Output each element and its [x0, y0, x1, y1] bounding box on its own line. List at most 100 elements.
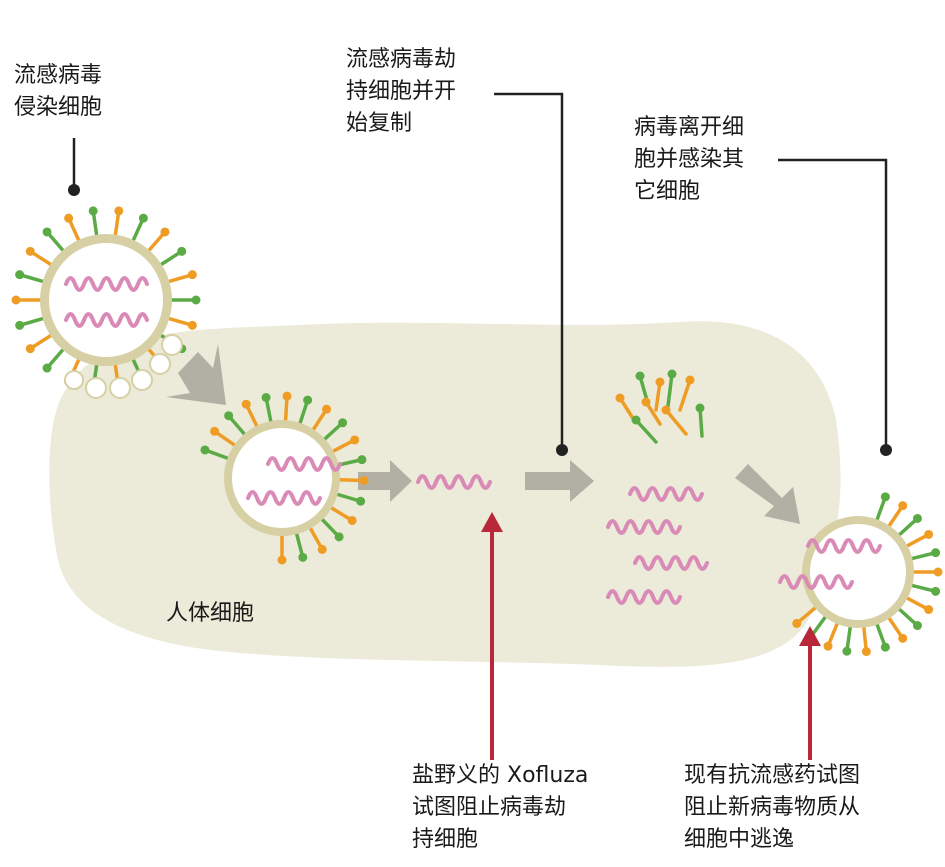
hemagglutinin-spike-head: [334, 532, 344, 542]
label-line: 始复制: [346, 111, 413, 136]
label-virus-infects-cell: 流感病毒 侵染细胞: [14, 60, 102, 124]
neuraminidase-spike-head: [11, 295, 21, 305]
loose-neuraminidase-head: [661, 405, 671, 415]
neuraminidase-spike-head: [317, 544, 327, 554]
pointer-hijack: [494, 92, 564, 448]
label-line: 流感病毒劫: [346, 47, 457, 72]
spike-ring: [200, 391, 369, 565]
neuraminidase-spike-head: [25, 344, 35, 354]
loose-neuraminidase-head: [655, 377, 665, 387]
label-line: 阻止新病毒物质从: [684, 795, 861, 820]
xofluza-arrowhead: [481, 512, 503, 532]
label-line: 试图阻止病毒劫: [412, 795, 567, 820]
loose-neuraminidase-head: [685, 375, 695, 385]
loose-hemagglutinin-head: [695, 403, 705, 413]
label-line: 细胞中逃逸: [684, 827, 795, 852]
spike-ring: [792, 492, 943, 657]
hemagglutinin-spike-head: [42, 227, 52, 237]
label-virus-leaves-cell: 病毒离开细 胞并感染其 它细胞: [634, 112, 744, 208]
neuraminidase-spike-head: [898, 501, 908, 511]
new-spike-proteins: [615, 369, 705, 444]
neuraminidase-spike-head: [187, 320, 197, 330]
hemagglutinin-spike-head: [191, 295, 201, 305]
label-xofluza: 盐野义的 Xofluza 试图阻止病毒劫 持细胞: [412, 760, 588, 856]
existing-drug-arrowhead: [799, 626, 821, 646]
loose-hemagglutinin-stalk: [634, 418, 658, 444]
arrow-to-budding: [735, 464, 800, 524]
hemagglutinin-spike-head: [880, 492, 890, 502]
neuraminidase-spike-head: [64, 213, 74, 223]
loose-hemagglutinin-stalk: [698, 406, 704, 438]
label-line: 它细胞: [634, 179, 701, 204]
hemagglutinin-spike-head: [42, 363, 52, 373]
neuraminidase-spike-head: [160, 227, 170, 237]
neuraminidase-spike-head: [25, 246, 35, 256]
hemagglutinin-spike-head: [200, 445, 210, 455]
virus-budding: [778, 492, 943, 657]
hemagglutinin-spike-head: [177, 246, 187, 256]
hemagglutinin-spike-head: [338, 418, 348, 428]
label-line: 现有抗流感药试图: [684, 763, 861, 788]
pointer-dot-infect: [68, 184, 80, 196]
label-virus-hijacks-cell: 流感病毒劫 持细胞并开 始复制: [346, 44, 456, 140]
label-line: 侵染细胞: [14, 95, 103, 120]
label-line: 人体细胞: [166, 601, 255, 626]
neuraminidase-spike-head: [350, 435, 360, 445]
label-existing-drugs: 现有抗流感药试图 阻止新病毒物质从 细胞中逃逸: [684, 760, 860, 856]
hemagglutinin-spike-head: [880, 642, 890, 652]
label-line: 病毒离开细: [634, 115, 745, 140]
process-arrows: [166, 344, 800, 524]
hemagglutinin-spike-head: [912, 621, 922, 631]
label-line: 胞并感染其: [634, 147, 745, 172]
label-line: 持细胞: [412, 827, 479, 852]
neuraminidase-spike-head: [210, 426, 220, 436]
hemagglutinin-spike-head: [298, 552, 308, 562]
neuraminidase-spike-head: [933, 567, 943, 577]
label-line: 持细胞并开: [346, 79, 457, 104]
hemagglutinin-spike-head: [15, 270, 25, 280]
label-human-cell: 人体细胞: [166, 598, 254, 630]
arrow-to-replication: [525, 460, 594, 502]
neuraminidase-spike-head: [924, 529, 934, 539]
label-line: 盐野义的 Xofluza: [412, 763, 589, 788]
hemagglutinin-spike-head: [931, 586, 941, 596]
loose-neuraminidase-head: [641, 397, 651, 407]
pointer-dot-hijack: [556, 444, 568, 456]
loose-neuraminidase-head: [615, 393, 625, 403]
neuraminidase-spike-head: [861, 647, 871, 657]
hemagglutinin-spike-head: [931, 548, 941, 558]
loose-neuraminidase-stalk: [664, 408, 688, 436]
hemagglutinin-spike-head: [224, 411, 234, 421]
hemagglutinin-spike-head: [15, 320, 25, 330]
loose-hemagglutinin-head: [631, 415, 641, 425]
inhibitor-arrows: [481, 512, 821, 760]
neuraminidase-spike-head: [792, 618, 802, 628]
hemagglutinin-spike-head: [88, 206, 98, 216]
pointer-lines: [68, 92, 892, 456]
virus-entering: [200, 391, 369, 565]
membrane-bubbles: [64, 334, 183, 399]
neuraminidase-spike-head: [347, 515, 357, 525]
neuraminidase-spike-head: [823, 641, 833, 651]
hemagglutinin-spike-head: [357, 455, 367, 465]
neuraminidase-spike-head: [898, 633, 908, 643]
hemagglutinin-spike-head: [912, 513, 922, 523]
arrow-entry: [166, 344, 226, 405]
neuraminidase-spike-head: [322, 404, 332, 414]
neuraminidase-spike-head: [359, 476, 369, 486]
loose-hemagglutinin-stalk: [666, 372, 674, 408]
loose-hemagglutinin-head: [667, 369, 677, 379]
hemagglutinin-spike-head: [842, 646, 852, 656]
pointer-leave: [778, 158, 888, 448]
neuraminidase-spike-head: [277, 555, 287, 565]
neuraminidase-spike-head: [114, 206, 124, 216]
neuraminidase-spike-head: [282, 391, 292, 401]
loose-neuraminidase-stalk: [678, 378, 692, 412]
label-line: 流感病毒: [14, 63, 103, 88]
arrow-to-rna: [358, 460, 412, 502]
loose-hemagglutinin-head: [635, 371, 645, 381]
hemagglutinin-spike-head: [138, 213, 148, 223]
hemagglutinin-spike-head: [261, 393, 271, 403]
